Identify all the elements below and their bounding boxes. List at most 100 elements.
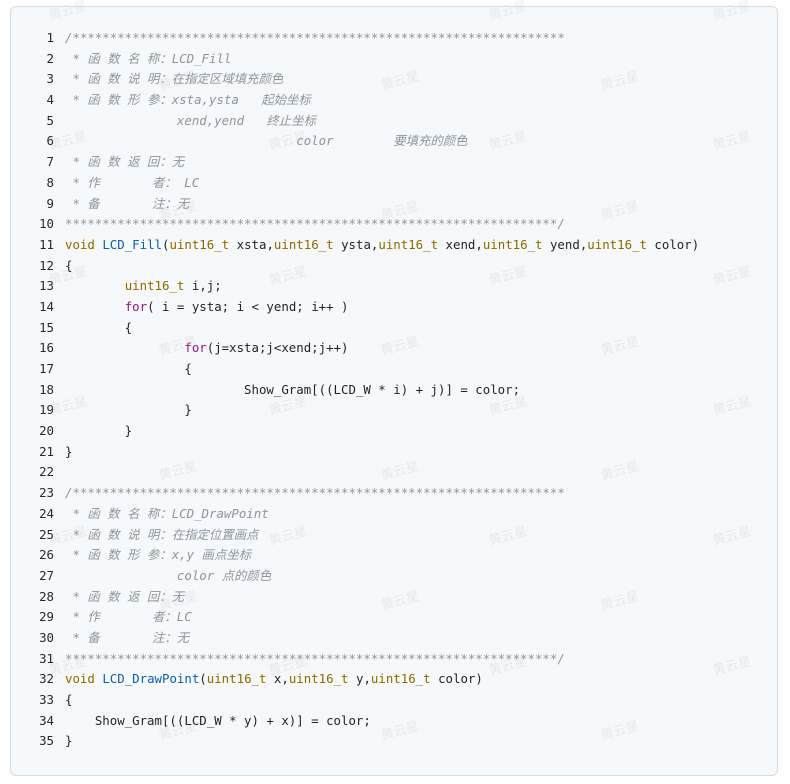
code-token: xsta, [229, 236, 274, 252]
line-content: ****************************************… [65, 214, 565, 235]
line-content: color 要填充的颜色 [65, 131, 467, 152]
code-token: * 函 数 形 参：xsta,ysta 起始坐标 [65, 92, 311, 108]
line-content: uint16_t i,j; [65, 276, 222, 297]
code-token: * 作 者： LC [65, 174, 200, 190]
code-token: color) [430, 671, 483, 687]
code-line: 25 * 函 数 说 明：在指定位置画点 [11, 525, 777, 546]
line-number: 21 [39, 443, 54, 459]
line-content: { [65, 318, 132, 339]
code-token: * 备 注：无 [65, 195, 190, 211]
line-number: 33 [39, 692, 54, 707]
line-number: 26 [39, 547, 54, 563]
code-line: 19 } [11, 400, 777, 421]
code-token: Show_Gram[((LCD_W * y) + x)] = color; [65, 712, 371, 728]
code-token: /***************************************… [65, 485, 565, 501]
line-number: 9 [46, 195, 54, 211]
line-number: 5 [46, 112, 54, 128]
code-line: 9 * 备 注：无 [11, 194, 777, 215]
code-line: 21} [11, 442, 777, 463]
code-token: uint16_t [482, 236, 543, 252]
line-content: * 函 数 返 回：无 [65, 587, 184, 608]
line-number: 10 [39, 216, 54, 232]
code-token: i,j; [184, 278, 222, 294]
code-token: uint16_t [288, 671, 349, 687]
line-number: 25 [39, 526, 54, 542]
code-token: uint16_t [378, 236, 439, 252]
line-content: } [65, 400, 191, 421]
line-content: ****************************************… [65, 649, 565, 670]
code-token: { [65, 257, 73, 273]
line-number: 3 [46, 71, 54, 87]
code-token: * 函 数 返 回：无 [65, 588, 185, 604]
code-token: xend, [438, 236, 483, 252]
code-line: 3 * 函 数 说 明：在指定区域填充颜色 [11, 69, 777, 90]
code-token: void [65, 236, 103, 252]
code-token: * 函 数 名 称：LCD_Fill [65, 50, 232, 66]
code-token: uint16_t [587, 236, 647, 252]
code-block: 1 /**************************************… [10, 6, 778, 776]
code-token: } [65, 423, 133, 439]
code-line: 33{ [11, 690, 777, 711]
code-line: 10 **************************************… [11, 214, 777, 235]
line-content: * 函 数 说 明：在指定位置画点 [65, 525, 258, 546]
code-line: 6 color 要填充的颜色 [11, 131, 777, 152]
code-line: 17 { [11, 359, 777, 380]
code-line: 4 * 函 数 形 参：xsta,ysta 起始坐标 [11, 90, 777, 111]
code-line: 12{ [11, 256, 777, 277]
line-content: } [65, 442, 72, 463]
code-token: * 函 数 说 明：在指定位置画点 [65, 526, 259, 542]
line-number: 31 [39, 650, 54, 666]
code-token: uint16_t [169, 236, 230, 252]
line-content: xend,yend 终止坐标 [65, 111, 316, 132]
line-number: 14 [39, 298, 54, 314]
line-number: 15 [39, 319, 54, 335]
line-content: } [65, 731, 72, 752]
code-token: ****************************************… [65, 650, 565, 666]
code-line: 7 * 函 数 返 回：无 [11, 152, 777, 173]
line-content: /***************************************… [65, 483, 565, 504]
code-token: for [184, 340, 207, 356]
code-line: 8 * 作 者： LC [11, 173, 777, 194]
code-token: for [124, 298, 148, 314]
line-content: } [65, 421, 132, 442]
code-line: 27 color 点的颜色 [11, 566, 777, 587]
code-line: 5 xend,yend 终止坐标 [11, 111, 777, 132]
code-token: color) [646, 236, 700, 252]
line-content: * 函 数 形 参：x,y 画点坐标 [65, 545, 251, 566]
line-content: * 函 数 名 称：LCD_DrawPoint [65, 504, 269, 525]
line-number: 4 [46, 92, 54, 108]
line-content: Show_Gram[((LCD_W * i) + j)] = color; [65, 380, 520, 401]
code-token: /***************************************… [65, 30, 565, 45]
code-token: LCD_DrawPoint [102, 671, 200, 687]
code-token [65, 299, 125, 314]
code-line: 18 Show_Gram[((LCD_W * i) + j)] = color; [11, 380, 777, 401]
code-token: { [65, 319, 133, 335]
line-content: { [65, 359, 192, 380]
code-token: { [65, 361, 192, 376]
line-content: * 备 注：无 [65, 194, 189, 215]
line-content: * 备 注：无 [65, 628, 189, 649]
code-token: * 函 数 说 明：在指定区域填充颜色 [65, 71, 284, 87]
line-number: 8 [46, 174, 54, 190]
code-line: 28 * 函 数 返 回：无 [11, 587, 777, 608]
code-token [65, 278, 125, 293]
code-token: ( i = ysta; i < yend; i++ ) [147, 298, 349, 314]
code-line: 16 for(j=xsta;j<xend;j++) [11, 338, 777, 359]
code-token: yend, [542, 236, 588, 252]
line-number: 34 [39, 712, 54, 728]
code-token: uint16_t [370, 671, 431, 687]
code-line: 20 } [11, 421, 777, 442]
code-token: * 函 数 名 称：LCD_DrawPoint [65, 505, 269, 521]
line-number: 29 [39, 609, 54, 625]
code-token: ( [199, 671, 207, 687]
code-token: Show_Gram[((LCD_W * i) + j)] = color; [65, 381, 521, 397]
line-content: * 函 数 名 称：LCD_Fill [65, 49, 231, 70]
code-line: 13 uint16_t i,j; [11, 276, 777, 297]
code-token: LCD_Fill [102, 236, 162, 252]
code-token: * 备 注：无 [65, 629, 190, 645]
code-line: 23/*************************************… [11, 483, 777, 504]
line-number: 1 [46, 30, 54, 45]
line-number: 35 [39, 733, 54, 749]
